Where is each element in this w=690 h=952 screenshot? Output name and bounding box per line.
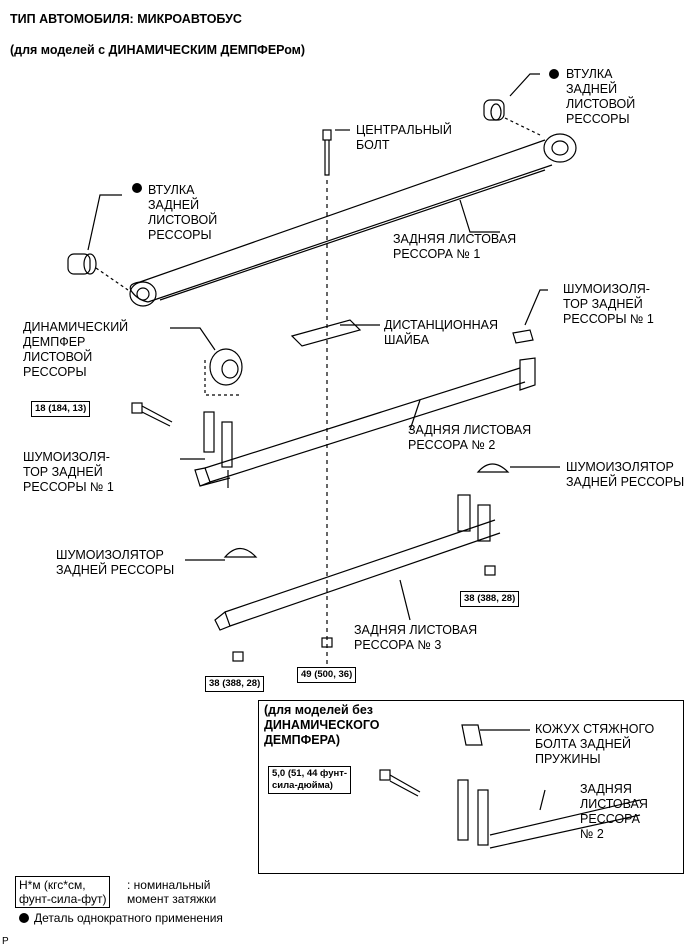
nut-right xyxy=(484,565,496,576)
inset-panel-no-damper xyxy=(258,700,684,874)
leaf-spring-no1 xyxy=(129,133,577,307)
center-bolt-drawing xyxy=(322,129,332,672)
single-use-dot-1 xyxy=(132,183,142,193)
dynamic-damper-drawing xyxy=(204,348,243,396)
leaf-spring-no3 xyxy=(214,494,501,631)
torque-box-38-left: 38 (388, 28) xyxy=(205,676,265,692)
label-insulator-no1-left: ШУМОИЗОЛЯ-ТОР ЗАДНЕЙ РЕССОРЫ № 1 xyxy=(23,450,114,494)
corner-mark: P xyxy=(2,936,9,947)
single-use-dot-legend xyxy=(19,913,29,923)
torque-box-49: 49 (500, 36) xyxy=(297,667,357,683)
page-subtitle: (для моделей с ДИНАМИЧЕСКИМ ДЕМПФЕРом) xyxy=(10,43,306,57)
torque-box-18: 18 (184, 13) xyxy=(31,401,91,417)
spacer-drawing xyxy=(290,319,362,347)
insulator-pad-drawing xyxy=(512,329,534,344)
nut-center xyxy=(321,637,333,648)
inset-drawing xyxy=(379,724,641,849)
torque-box-5: 5,0 (51, 44 фунт-сила-дюйма) xyxy=(268,766,352,794)
single-use-dot-2 xyxy=(549,69,559,79)
bushing-top-drawing xyxy=(483,99,541,136)
legend-torque-box: Н*м (кгс*см,фунт-сила-фут) xyxy=(15,876,111,908)
insulator-dome-left xyxy=(223,547,258,558)
nut-left xyxy=(232,651,244,662)
label-insulator-no1-right: ШУМОИЗОЛЯ-ТОР ЗАДНЕЙ РЕССОРЫ № 1 xyxy=(563,282,654,326)
bushing-left-drawing xyxy=(67,253,129,291)
leaf-spring-no2 xyxy=(194,357,536,488)
bolt-18-drawing xyxy=(131,402,173,427)
insulator-dome-right xyxy=(476,463,510,473)
torque-box-38-right: 38 (388, 28) xyxy=(460,591,520,607)
legend-single-use: Деталь однократного применения xyxy=(34,911,223,925)
page-title: ТИП АВТОМОБИЛЯ: МИКРОАВТОБУС xyxy=(10,12,242,26)
